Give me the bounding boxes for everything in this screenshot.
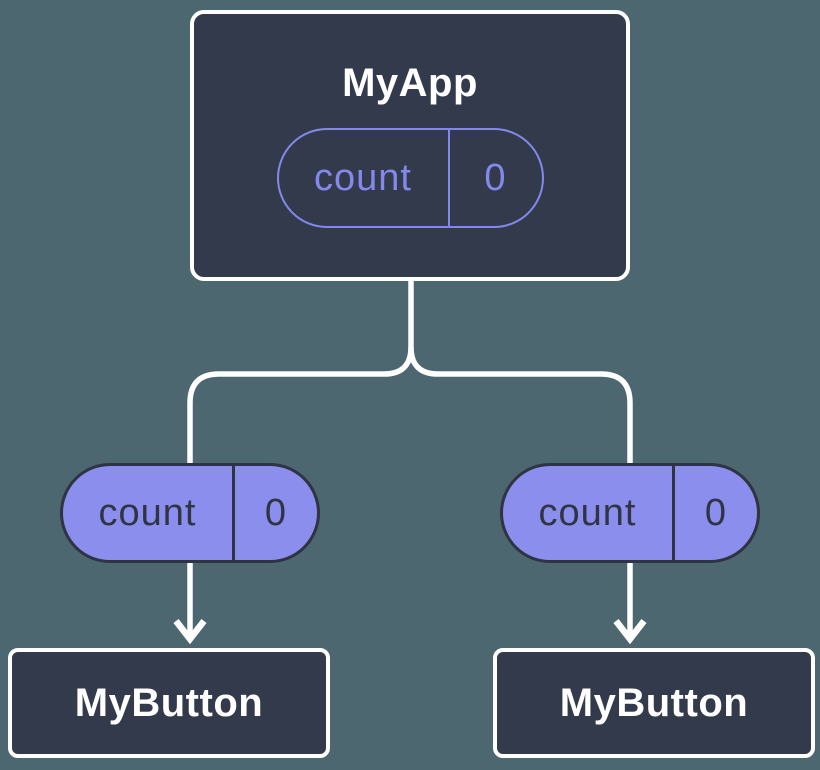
child-prop-pill-left: count 0 (60, 463, 320, 563)
prop-value: 0 (672, 466, 757, 560)
connector-branch-right (408, 346, 633, 466)
arrowhead-down-icon (173, 619, 207, 645)
app-node: MyApp count 0 (190, 10, 630, 281)
prop-name: count (98, 491, 197, 534)
app-node-title: MyApp (342, 61, 478, 105)
prop-name: count (314, 156, 412, 199)
button-node-title: MyButton (74, 681, 264, 725)
child-prop-pill-right: count 0 (500, 463, 760, 563)
app-prop-pill: count 0 (276, 128, 544, 228)
prop-value: 0 (447, 130, 542, 226)
button-node-title: MyButton (559, 681, 749, 725)
connector-branch-left (187, 346, 414, 466)
prop-value: 0 (232, 466, 317, 560)
prop-name: count (538, 491, 637, 534)
button-node-left: MyButton (8, 648, 330, 758)
arrowhead-down-icon (613, 619, 647, 645)
button-node-right: MyButton (493, 648, 815, 758)
